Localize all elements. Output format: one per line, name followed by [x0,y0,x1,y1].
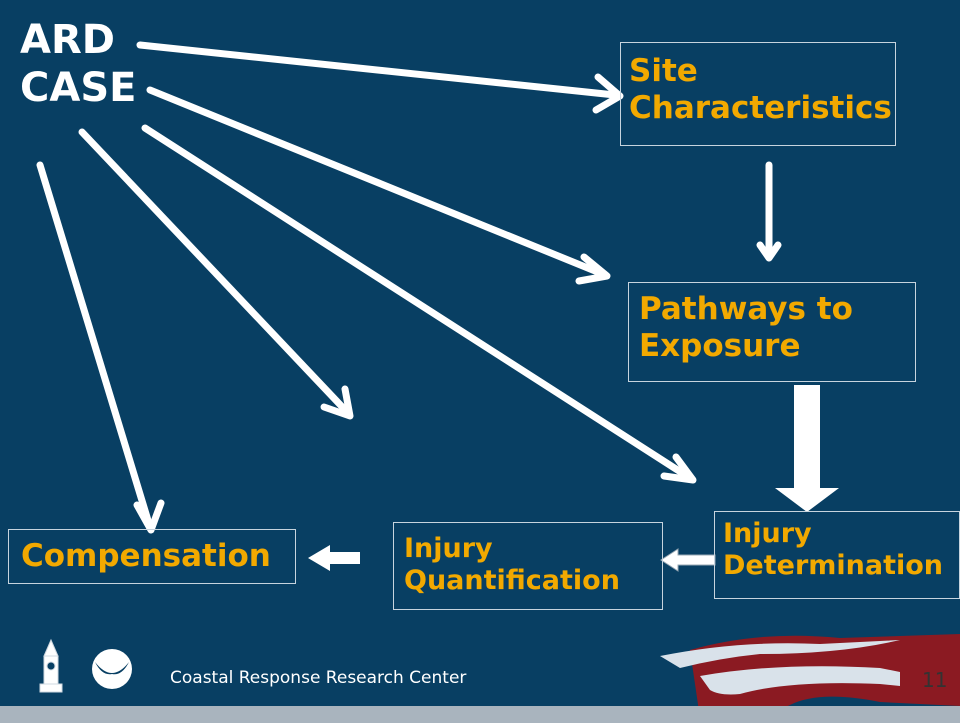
arrow-to-site [136,41,619,99]
arrow-site-to-pathways-head [756,241,782,262]
arrow-to-quantification-short-head [320,385,354,420]
clock-tower-icon [39,638,63,693]
footer-center-name: Coastal Response Research Center [170,668,467,688]
arrow-to-pathways [146,86,609,279]
ard-case-title: ARD CASE [20,17,137,111]
injury-determination-label: Injury Determination [723,518,944,582]
site-characteristics-label: Site Characteristics [629,53,892,127]
arrow-to-determination [141,124,694,482]
injury-quantification-label: Injury Quantification [404,533,620,597]
footer-graphics [0,634,960,723]
arrow-to-compensation-head [133,499,165,534]
site-characteristics-box: Site Characteristics [620,42,896,146]
noaa-logo-icon [92,649,132,689]
injury-quantification-box: Injury Quantification [393,522,663,610]
injury-determination-box: Injury Determination [714,511,960,599]
arrow-determination-to-quantification [660,548,716,572]
footer-bar [0,706,960,723]
pathways-to-exposure-label: Pathways to Exposure [639,291,853,365]
arrow-quantification-to-compensation [308,545,360,571]
arrow-to-determination-head [660,453,697,484]
compensation-box: Compensation [8,529,296,584]
pathways-to-exposure-box: Pathways to Exposure [628,282,916,382]
compensation-label: Compensation [21,538,271,574]
arrow-pathways-to-determination [775,385,839,512]
page-number: 11 [922,668,948,692]
arrow-to-compensation [36,161,154,531]
arrow-to-pathways-head [575,253,611,285]
arrow-to-quantification-short [78,128,352,417]
